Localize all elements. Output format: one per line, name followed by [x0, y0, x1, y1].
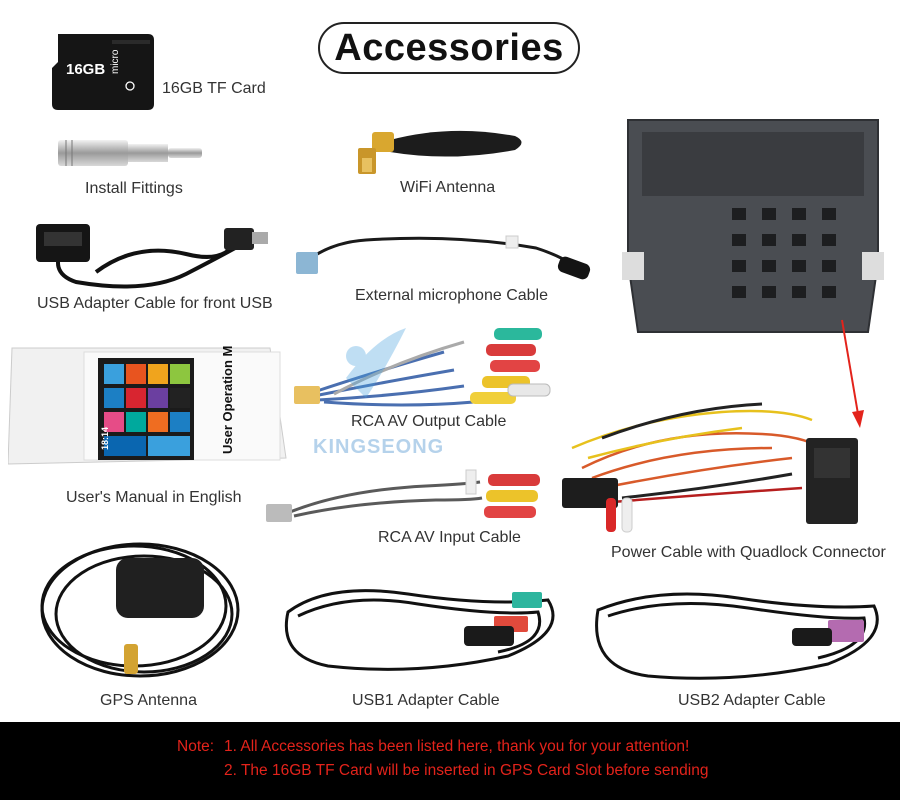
- label-microphone: External microphone Cable: [355, 287, 548, 304]
- usb2-cable-image: [578, 580, 890, 686]
- label-wifi-antenna: WiFi Antenna: [400, 179, 496, 196]
- label-tf-card: 16GB TF Card: [162, 80, 266, 97]
- label-rca-input: RCA AV Input Cable: [378, 529, 521, 546]
- label-usb1: USB1 Adapter Cable: [352, 692, 500, 709]
- tf-card-image: 16GB micro: [52, 34, 156, 110]
- tf-card-size: 16GB: [66, 61, 105, 78]
- note-label: Note:: [177, 738, 215, 755]
- wifi-antenna-image: [350, 118, 530, 180]
- quadlock-connector-image: [622, 112, 884, 340]
- gps-antenna-image: [34, 534, 252, 686]
- watermark-text: KINGSEONG: [313, 436, 445, 458]
- label-manual: User's Manual in English: [66, 489, 242, 506]
- tf-card-brand: micro: [110, 49, 121, 74]
- pointer-arrow: [838, 318, 868, 430]
- microphone-cable-image: [296, 222, 606, 290]
- footer-notes-bar: [0, 722, 900, 800]
- usb-front-cable-image: [36, 212, 271, 292]
- rca-output-cable-image: [294, 322, 556, 422]
- rca-input-cable-image: [266, 460, 548, 528]
- user-manual-image: 18:14 User Operation Manual: [8, 346, 288, 468]
- manual-cover-title: User Operation Manual: [220, 346, 235, 454]
- label-usb-front: USB Adapter Cable for front USB: [37, 295, 273, 312]
- note-line-2: 2. The 16GB TF Card will be inserted in …: [224, 762, 709, 779]
- label-usb2: USB2 Adapter Cable: [678, 692, 826, 709]
- watermark-logo-icon: [326, 318, 426, 418]
- page-title: Accessories: [318, 22, 580, 74]
- label-gps: GPS Antenna: [100, 692, 197, 709]
- label-power-cable: Power Cable with Quadlock Connector: [611, 544, 886, 561]
- usb1-cable-image: [268, 572, 568, 680]
- manual-screen-time: 18:14: [100, 427, 110, 450]
- note-line-1: 1. All Accessories has been listed here,…: [224, 738, 690, 755]
- label-rca-output: RCA AV Output Cable: [351, 413, 507, 430]
- power-cable-image: [562, 398, 862, 548]
- label-install-fittings: Install Fittings: [85, 180, 183, 197]
- install-fittings-image: [58, 136, 203, 170]
